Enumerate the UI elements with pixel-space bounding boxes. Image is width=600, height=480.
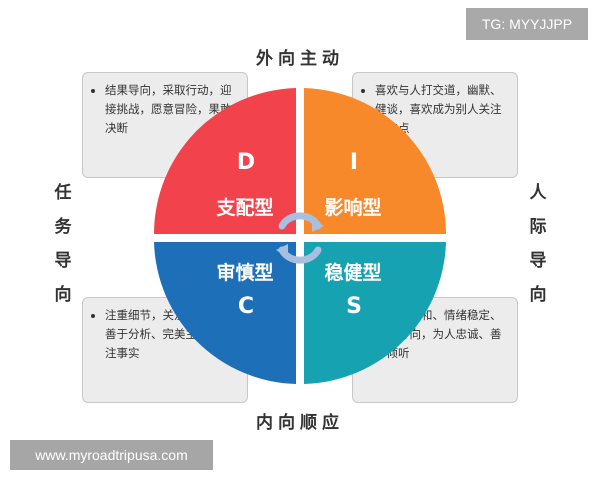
note-top-left-text: 结果导向，采取行动，迎接挑战，愿意冒险，果敢决断: [105, 81, 239, 138]
quadrant-i-name: 影响型: [324, 197, 382, 219]
quadrant-i: [304, 88, 446, 234]
quadrant-i-letter: I: [349, 150, 359, 175]
quadrant-s-name: 稳健型: [324, 262, 382, 284]
quadrant-s-letter: S: [346, 294, 362, 319]
axis-label-right: 人际导向: [529, 183, 547, 305]
bottom-watermark: www.myroadtripusa.com: [10, 440, 213, 470]
axis-label-left: 任务导向: [54, 183, 72, 305]
quadrant-d-letter: D: [236, 150, 256, 175]
quadrant-c: [154, 242, 296, 384]
quadrant-s: [304, 242, 446, 384]
quadrant-d-name: 支配型: [216, 197, 274, 219]
top-watermark: TG: MYYJJPP: [466, 8, 588, 40]
quadrant-c-letter: C: [237, 294, 255, 319]
quadrant-c-name: 审慎型: [216, 262, 274, 284]
quadrant-d: [154, 88, 296, 234]
center-cycle-icon: [276, 212, 324, 264]
axis-label-top: 外向主动: [256, 49, 344, 69]
axis-label-bottom: 内向顺应: [256, 413, 344, 433]
